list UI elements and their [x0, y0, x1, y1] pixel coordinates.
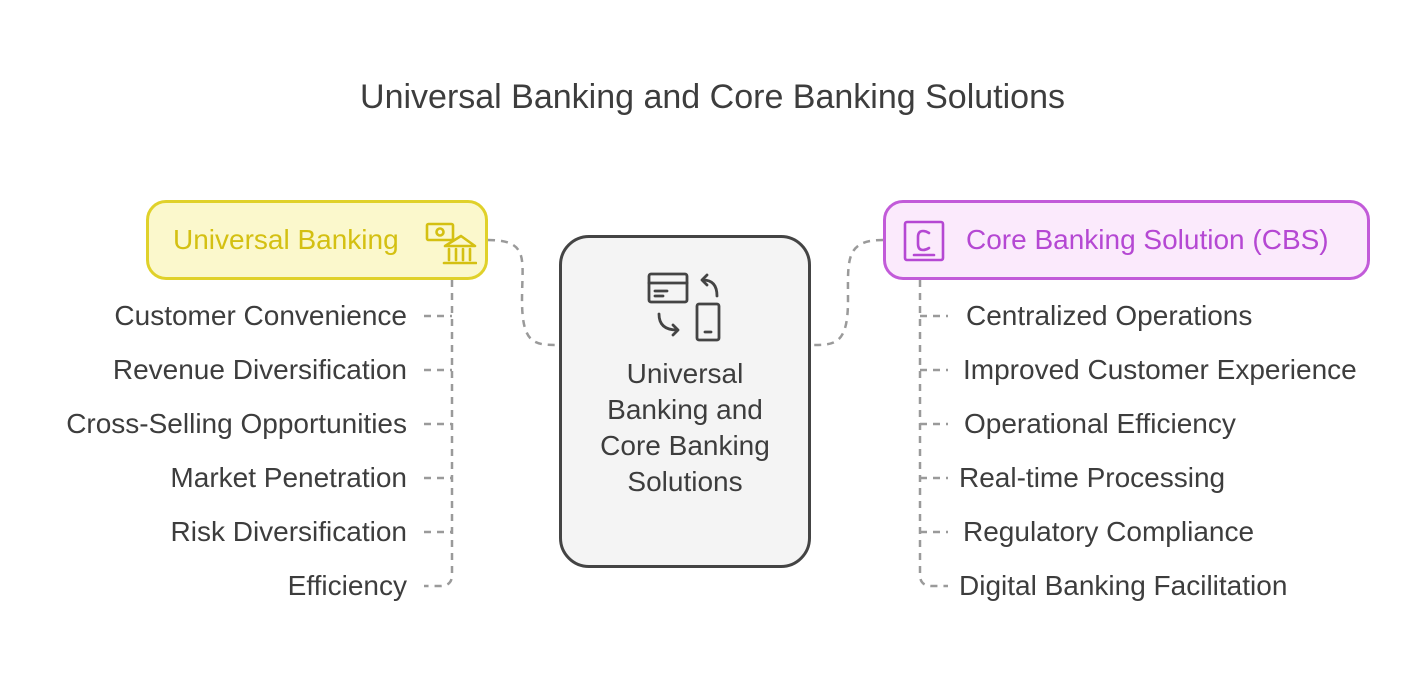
right-item-2: Improved Customer Experience: [963, 354, 1357, 385]
connector-left-center: [487, 238, 560, 347]
left-item-2: Revenue Diversification: [112, 354, 407, 385]
right-item-5: Regulatory Compliance: [963, 516, 1255, 547]
right-item-4: Real-time Processing: [959, 462, 1226, 493]
universal-banking-label: Universal Banking: [173, 224, 399, 255]
card-phone-exchange-icon: [647, 272, 721, 342]
connector-right-center: [810, 238, 884, 347]
central-topic-label: Universal Banking and Core Banking Solut…: [600, 358, 770, 497]
left-spine: [424, 280, 454, 588]
right-spine: [918, 280, 948, 588]
core-banking-solution-label: Core Banking Solution (CBS): [966, 224, 1329, 255]
left-item-3: Cross-Selling Opportunities: [66, 408, 407, 439]
right-item-6: Digital Banking Facilitation: [959, 570, 1288, 601]
diagram-title: Universal Banking and Core Banking Solut…: [360, 78, 1065, 116]
core-banking-solution-box: Core Banking Solution (CBS): [883, 200, 1370, 280]
left-item-4: Market Penetration: [170, 462, 407, 493]
central-topic-box: Universal Banking and Core Banking Solut…: [559, 235, 811, 568]
letter-c-icon: [903, 220, 945, 262]
left-item-1: Customer Convenience: [114, 300, 407, 331]
left-item-5: Risk Diversification: [170, 516, 408, 547]
left-item-6: Efficiency: [287, 570, 407, 601]
money-bank-icon: [425, 222, 477, 265]
right-item-1: Centralized Operations: [966, 300, 1253, 331]
universal-banking-box: Universal Banking: [146, 200, 488, 280]
right-item-3: Operational Efficiency: [964, 408, 1236, 439]
